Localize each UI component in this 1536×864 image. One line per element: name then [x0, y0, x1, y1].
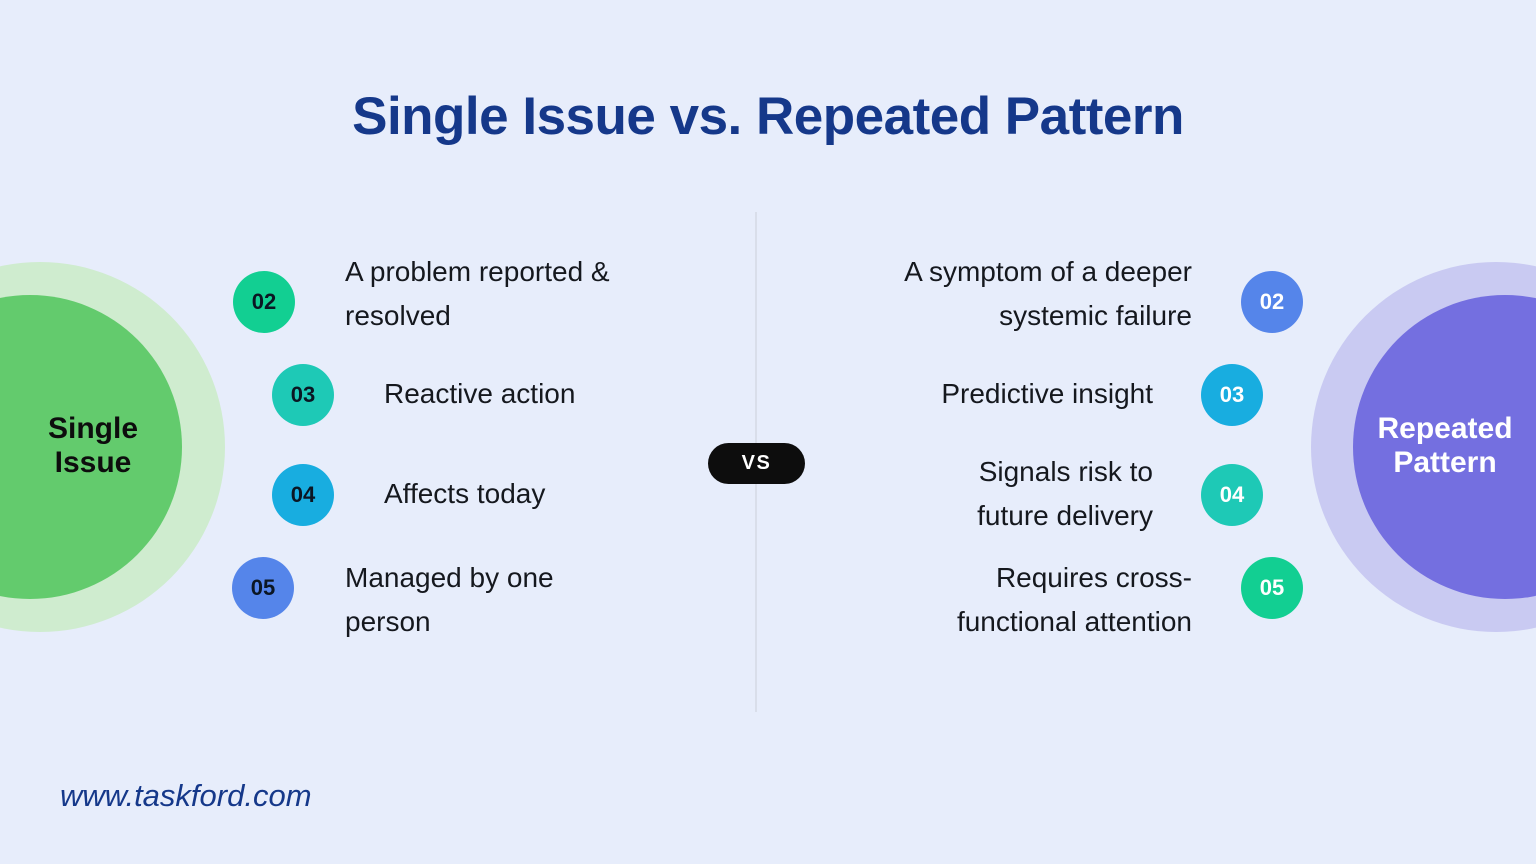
right-item-04-number: 04	[1219, 482, 1245, 507]
left-item-03-badge: 03	[272, 364, 334, 426]
vs-badge-label: VS	[741, 452, 772, 474]
website-url: www.taskford.com	[60, 778, 312, 813]
left-item-03-number: 03	[290, 382, 316, 407]
right-item-02-badge: 02	[1241, 271, 1303, 333]
right-item-04-text: Signals risk to future delivery	[977, 456, 1153, 531]
right-item-05-number: 05	[1259, 575, 1285, 600]
right-item-03-text: Predictive insight	[941, 378, 1153, 409]
right-item-05-badge: 05	[1241, 557, 1303, 619]
left-item-04-badge: 04	[272, 464, 334, 526]
left-item-02-text: A problem reported & resolved	[345, 256, 610, 331]
repeated-pattern-label: Repeated Pattern	[1377, 412, 1513, 479]
left-item-02-badge: 02	[233, 271, 295, 333]
left-item-05-text: Managed by one person	[345, 562, 554, 637]
left-item-05-badge: 05	[232, 557, 294, 619]
left-item-03-text: Reactive action	[384, 378, 576, 409]
left-item-02-number: 02	[251, 289, 277, 314]
right-item-02-text: A symptom of a deeper systemic failure	[904, 256, 1192, 331]
left-item-05-number: 05	[250, 575, 276, 600]
single-issue-label: Single Issue	[47, 412, 138, 479]
right-item-05-text: Requires cross- functional attention	[956, 562, 1192, 637]
left-item-04-number: 04	[290, 482, 316, 507]
right-item-03-badge: 03	[1201, 364, 1263, 426]
left-item-04-text: Affects today	[384, 478, 546, 509]
vs-badge: VS	[708, 443, 805, 484]
page-title: Single Issue vs. Repeated Pattern	[352, 87, 1184, 146]
right-item-02-number: 02	[1259, 289, 1285, 314]
right-item-03-number: 03	[1219, 382, 1245, 407]
right-item-04-badge: 04	[1201, 464, 1263, 526]
